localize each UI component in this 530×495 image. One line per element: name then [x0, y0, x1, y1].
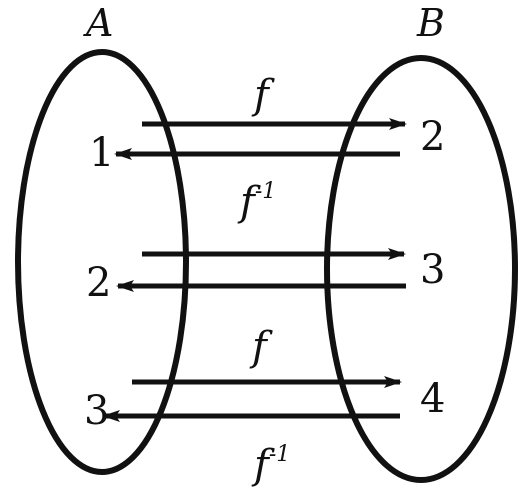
- inverse-mapping-label-top: f-1: [237, 179, 276, 225]
- set-b-element-4: 4: [420, 376, 445, 422]
- set-b-label: B: [416, 1, 445, 45]
- inverse-mapping-label-bottom: f-1: [251, 442, 290, 488]
- forward-mapping-label-bottom: f: [249, 324, 273, 370]
- set-b-element-3: 3: [420, 247, 445, 293]
- set-b-element-2: 2: [420, 114, 445, 160]
- inverse-top-exponent: -1: [255, 179, 276, 204]
- set-a-element-3: 3: [84, 388, 109, 434]
- forward-mapping-label-top: f: [251, 72, 275, 118]
- set-a-label: A: [83, 1, 113, 45]
- set-a-ellipse: [15, 49, 189, 475]
- set-b-ellipse: [324, 55, 518, 483]
- set-a-element-1: 1: [89, 130, 114, 176]
- set-a-element-2: 2: [86, 260, 111, 306]
- inverse-bottom-exponent: -1: [269, 442, 290, 467]
